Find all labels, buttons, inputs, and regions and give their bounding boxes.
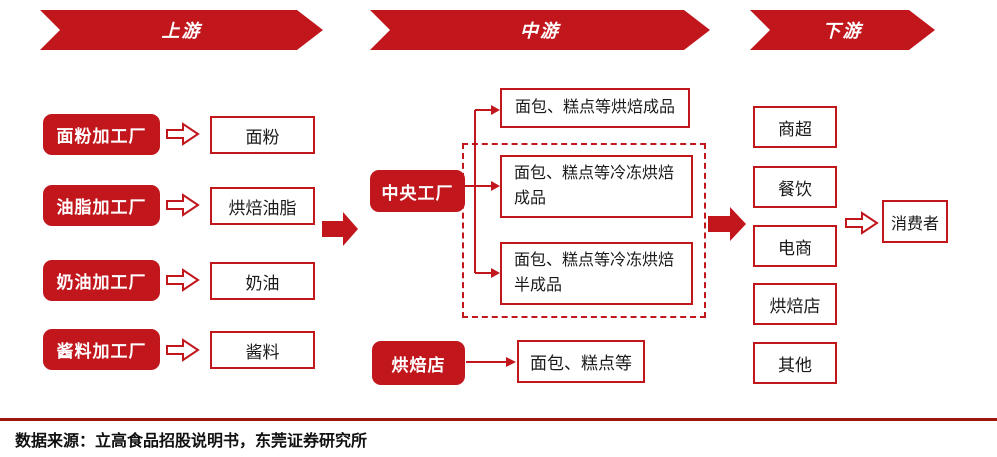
- upstream-product-flour: 面粉: [210, 116, 315, 154]
- footer-divider: [0, 418, 997, 421]
- upstream-product-oil: 烘焙油脂: [210, 187, 315, 225]
- hollow-arrow-icon: [845, 211, 879, 235]
- block-arrow-icon: [708, 207, 746, 241]
- channel-other: 其他: [753, 342, 837, 384]
- channel-ecommerce: 电商: [753, 225, 837, 267]
- upstream-source-sauce: 酱料加工厂: [43, 329, 160, 370]
- banner-midstream-label: 中游: [520, 21, 560, 41]
- upstream-source-oil: 油脂加工厂: [43, 185, 160, 226]
- midstream-output-baked: 面包、糕点等烘焙成品: [500, 88, 690, 128]
- data-source-note: 数据来源：立高食品招股说明书，东莞证券研究所: [15, 433, 368, 450]
- midstream-central-factory: 中央工厂: [370, 170, 465, 212]
- chevron-ribbon-icon: [370, 10, 710, 50]
- upstream-product-cream: 奶油: [210, 262, 315, 300]
- banner-upstream: 上游: [40, 10, 323, 50]
- upstream-product-sauce: 酱料: [210, 331, 315, 369]
- block-arrow-icon: [322, 212, 358, 246]
- banner-downstream: 下游: [750, 10, 935, 50]
- chevron-ribbon-icon: [40, 10, 323, 50]
- hollow-arrow-icon: [166, 193, 200, 217]
- midstream-output-frozen-semi: 面包、糕点等冷冻烘焙 半成品: [500, 242, 693, 305]
- hollow-arrow-icon: [166, 268, 200, 292]
- channel-bakery: 烘焙店: [753, 283, 837, 325]
- channel-supermarket: 商超: [753, 106, 837, 148]
- midstream-bakery-output: 面包、糕点等: [517, 340, 645, 383]
- upstream-source-flour: 面粉加工厂: [43, 114, 160, 155]
- channel-catering: 餐饮: [753, 166, 837, 208]
- banner-midstream: 中游: [370, 10, 710, 50]
- banner-upstream-label: 上游: [161, 21, 202, 41]
- hollow-arrow-icon: [166, 338, 200, 362]
- consumer-box: 消费者: [882, 200, 948, 243]
- banner-downstream-label: 下游: [822, 21, 863, 41]
- chevron-ribbon-icon: [750, 10, 935, 50]
- midstream-bakery-shop: 烘焙店: [372, 341, 465, 385]
- hollow-arrow-icon: [166, 122, 200, 146]
- midstream-output-frozen-finished: 面包、糕点等冷冻烘焙 成品: [500, 155, 693, 218]
- frozen-products-dashed-group: [462, 143, 706, 318]
- upstream-source-cream: 奶油加工厂: [43, 260, 160, 301]
